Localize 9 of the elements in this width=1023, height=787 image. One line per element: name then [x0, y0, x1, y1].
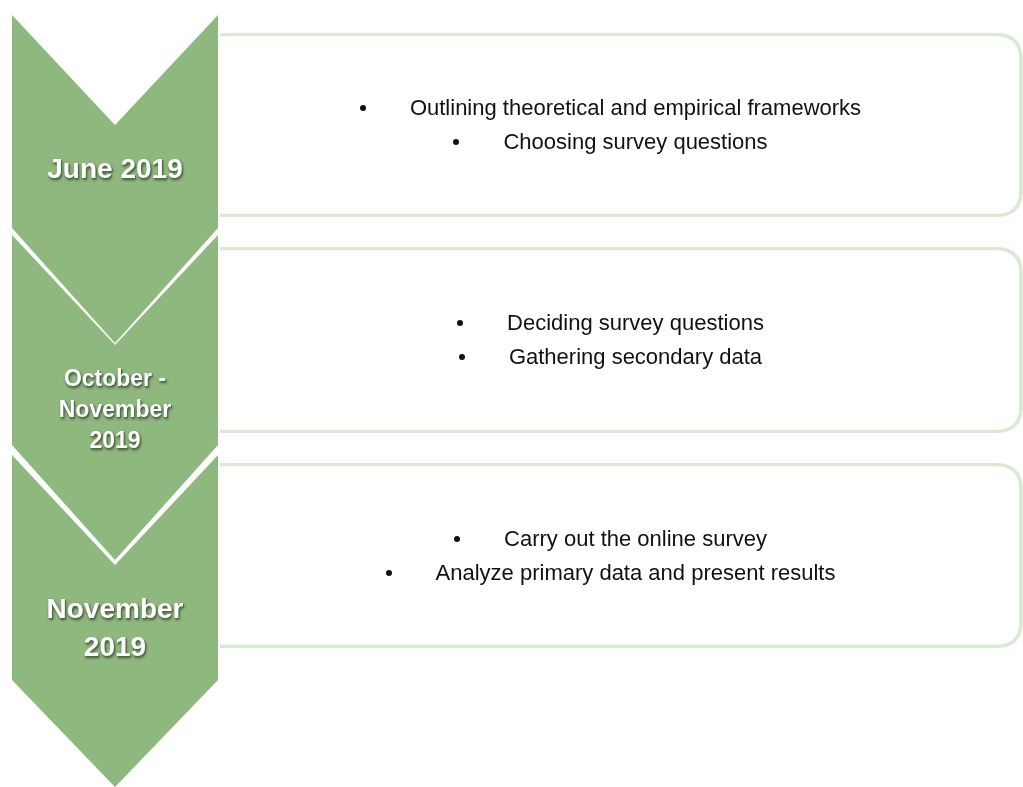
task-text: Choosing survey questions [503, 129, 768, 155]
period-label: October - November 2019 [57, 364, 173, 456]
task-text: Gathering secondary data [508, 344, 763, 370]
task-text: Outlining theoretical and empirical frameworks [409, 95, 862, 121]
task-text: Deciding survey questions [507, 310, 764, 336]
period-label: June 2019 [47, 152, 183, 186]
task-text: Carry out the online survey [504, 525, 767, 552]
task-text: Analyze primary data and present results [435, 559, 836, 586]
period-label: November 2019 [45, 592, 185, 664]
